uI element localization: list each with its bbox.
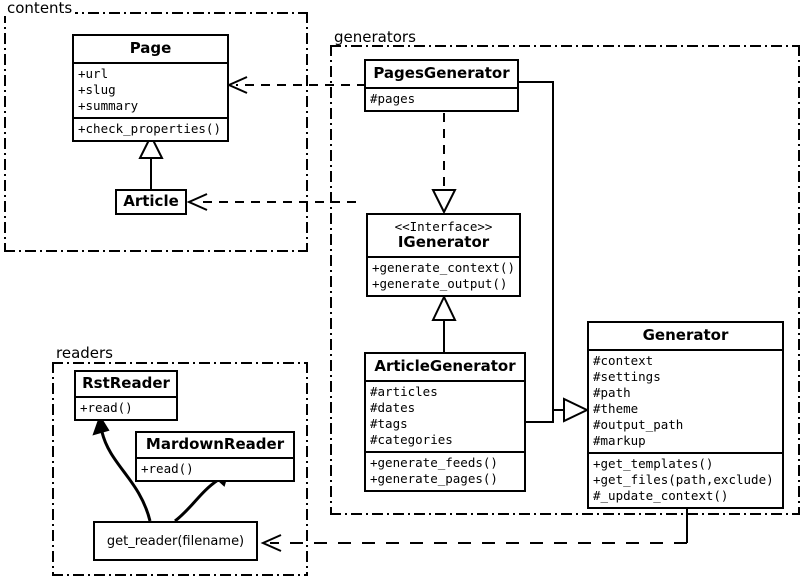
dependency-arrowhead-article bbox=[186, 193, 208, 211]
attribute: #markup bbox=[593, 433, 646, 448]
class-generator-name: Generator bbox=[642, 326, 729, 344]
contents-package-label: contents bbox=[4, 0, 76, 16]
class-rstreader-title: RstReader bbox=[76, 372, 176, 396]
contents-package-edge-right bbox=[306, 12, 308, 252]
class-page-title: Page bbox=[74, 36, 227, 62]
class-mardownreader-operations: +read() bbox=[137, 457, 293, 480]
class-rstreader[interactable]: RstReader +read() bbox=[74, 370, 178, 421]
class-generator-operations: +get_templates() +get_files(path,exclude… bbox=[589, 452, 782, 507]
class-igenerator[interactable]: <<Interface>> IGenerator +generate_conte… bbox=[366, 213, 521, 297]
class-generator-title: Generator bbox=[589, 323, 782, 349]
attribute: #context bbox=[593, 353, 654, 368]
attribute: #dates bbox=[370, 400, 416, 415]
function-get-reader[interactable]: get_reader(filename) bbox=[93, 521, 258, 561]
generalization-arrowhead-page bbox=[138, 133, 164, 159]
operation: +read() bbox=[80, 400, 133, 415]
generalization-arrowhead-generator bbox=[563, 397, 590, 423]
class-page-name: Page bbox=[129, 39, 172, 57]
class-article-title: Article bbox=[117, 191, 185, 213]
attribute: #settings bbox=[593, 369, 661, 384]
class-articlegenerator-operations: +generate_feeds() +generate_pages() bbox=[366, 451, 524, 490]
generators-package-edge-bottom bbox=[330, 513, 800, 515]
readers-package-label: readers bbox=[53, 345, 116, 361]
dependency-arrowhead-getreader bbox=[260, 534, 282, 552]
readers-package-edge-right bbox=[306, 362, 308, 576]
attribute: +url bbox=[78, 66, 109, 81]
operation: +read() bbox=[141, 461, 194, 476]
attribute: #output_path bbox=[593, 417, 684, 432]
generalization-arrowhead-igenerator-bottom bbox=[431, 294, 457, 321]
class-articlegenerator-name: ArticleGenerator bbox=[374, 357, 516, 375]
generators-package-edge-top bbox=[330, 45, 800, 47]
class-article[interactable]: Article bbox=[115, 189, 187, 215]
class-rstreader-operations: +read() bbox=[76, 396, 176, 419]
function-get-reader-label: get_reader(filename) bbox=[106, 533, 245, 549]
class-generator-attributes: #context #settings #path #theme #output_… bbox=[589, 349, 782, 452]
class-articlegenerator-title: ArticleGenerator bbox=[366, 354, 524, 380]
class-mardownreader[interactable]: MardownReader +read() bbox=[135, 431, 295, 482]
class-igenerator-operations: +generate_context() +generate_output() bbox=[368, 256, 519, 295]
class-pagesgenerator-attributes: #pages bbox=[366, 87, 517, 110]
contents-package-edge-bottom bbox=[4, 250, 308, 252]
class-page-attributes: +url +slug +summary bbox=[74, 62, 227, 117]
association-getreader-to-mardownreader bbox=[174, 478, 219, 523]
operation: #_update_context() bbox=[593, 488, 729, 503]
class-generator[interactable]: Generator #context #settings #path #them… bbox=[587, 321, 784, 509]
attribute: #categories bbox=[370, 432, 453, 447]
operation: +generate_feeds() bbox=[370, 455, 498, 470]
class-articlegenerator[interactable]: ArticleGenerator #articles #dates #tags … bbox=[364, 352, 526, 492]
readers-package-edge-bottom bbox=[52, 574, 308, 576]
class-rstreader-name: RstReader bbox=[82, 374, 170, 392]
class-mardownreader-title: MardownReader bbox=[137, 433, 293, 457]
class-pagesgenerator-name: PagesGenerator bbox=[373, 64, 510, 82]
association-getreader-to-rstreader bbox=[100, 431, 152, 522]
attribute: #pages bbox=[370, 91, 416, 106]
generators-package-label: generators bbox=[331, 29, 419, 45]
operation: +get_files(path,exclude) bbox=[593, 472, 774, 487]
class-mardownreader-name: MardownReader bbox=[145, 435, 285, 453]
generators-package-edge-left bbox=[330, 45, 332, 515]
readers-package-edge-left bbox=[52, 362, 54, 576]
class-page-operations: +check_properties() bbox=[74, 117, 227, 140]
readers-package-edge-top bbox=[52, 362, 308, 364]
attribute: #articles bbox=[370, 384, 438, 399]
class-page[interactable]: Page +url +slug +summary +check_properti… bbox=[72, 34, 229, 142]
generalization-articlegenerator-to-generator bbox=[526, 410, 554, 423]
class-igenerator-title: <<Interface>> IGenerator bbox=[368, 215, 519, 256]
contents-package-edge-top bbox=[4, 12, 308, 14]
attribute: #theme bbox=[593, 401, 639, 416]
operation: +generate_pages() bbox=[370, 471, 498, 486]
attribute: +summary bbox=[78, 98, 139, 113]
readers-package bbox=[52, 362, 308, 576]
contents-package bbox=[4, 12, 308, 252]
attribute: #tags bbox=[370, 416, 408, 431]
operation: +check_properties() bbox=[78, 121, 221, 136]
operation: +get_templates() bbox=[593, 456, 714, 471]
generators-package-edge-right bbox=[798, 45, 800, 515]
association-arrowhead-rstreader bbox=[92, 414, 110, 436]
attribute: #path bbox=[593, 385, 631, 400]
generators-package bbox=[330, 45, 800, 515]
class-article-name: Article bbox=[123, 192, 179, 210]
class-articlegenerator-attributes: #articles #dates #tags #categories bbox=[366, 380, 524, 451]
class-pagesgenerator[interactable]: PagesGenerator #pages bbox=[364, 59, 519, 112]
realization-arrowhead-igenerator bbox=[431, 189, 457, 215]
dependency-arrowhead-page bbox=[226, 76, 248, 94]
operation: +generate_output() bbox=[372, 276, 508, 291]
operation: +generate_context() bbox=[372, 260, 515, 275]
contents-package-edge-left bbox=[4, 12, 6, 252]
generalization-pagesgenerator-to-generator bbox=[519, 81, 554, 410]
class-pagesgenerator-title: PagesGenerator bbox=[366, 61, 517, 87]
class-igenerator-stereotype: <<Interface>> bbox=[394, 219, 493, 234]
class-igenerator-name: IGenerator bbox=[397, 233, 490, 251]
attribute: +slug bbox=[78, 82, 116, 97]
